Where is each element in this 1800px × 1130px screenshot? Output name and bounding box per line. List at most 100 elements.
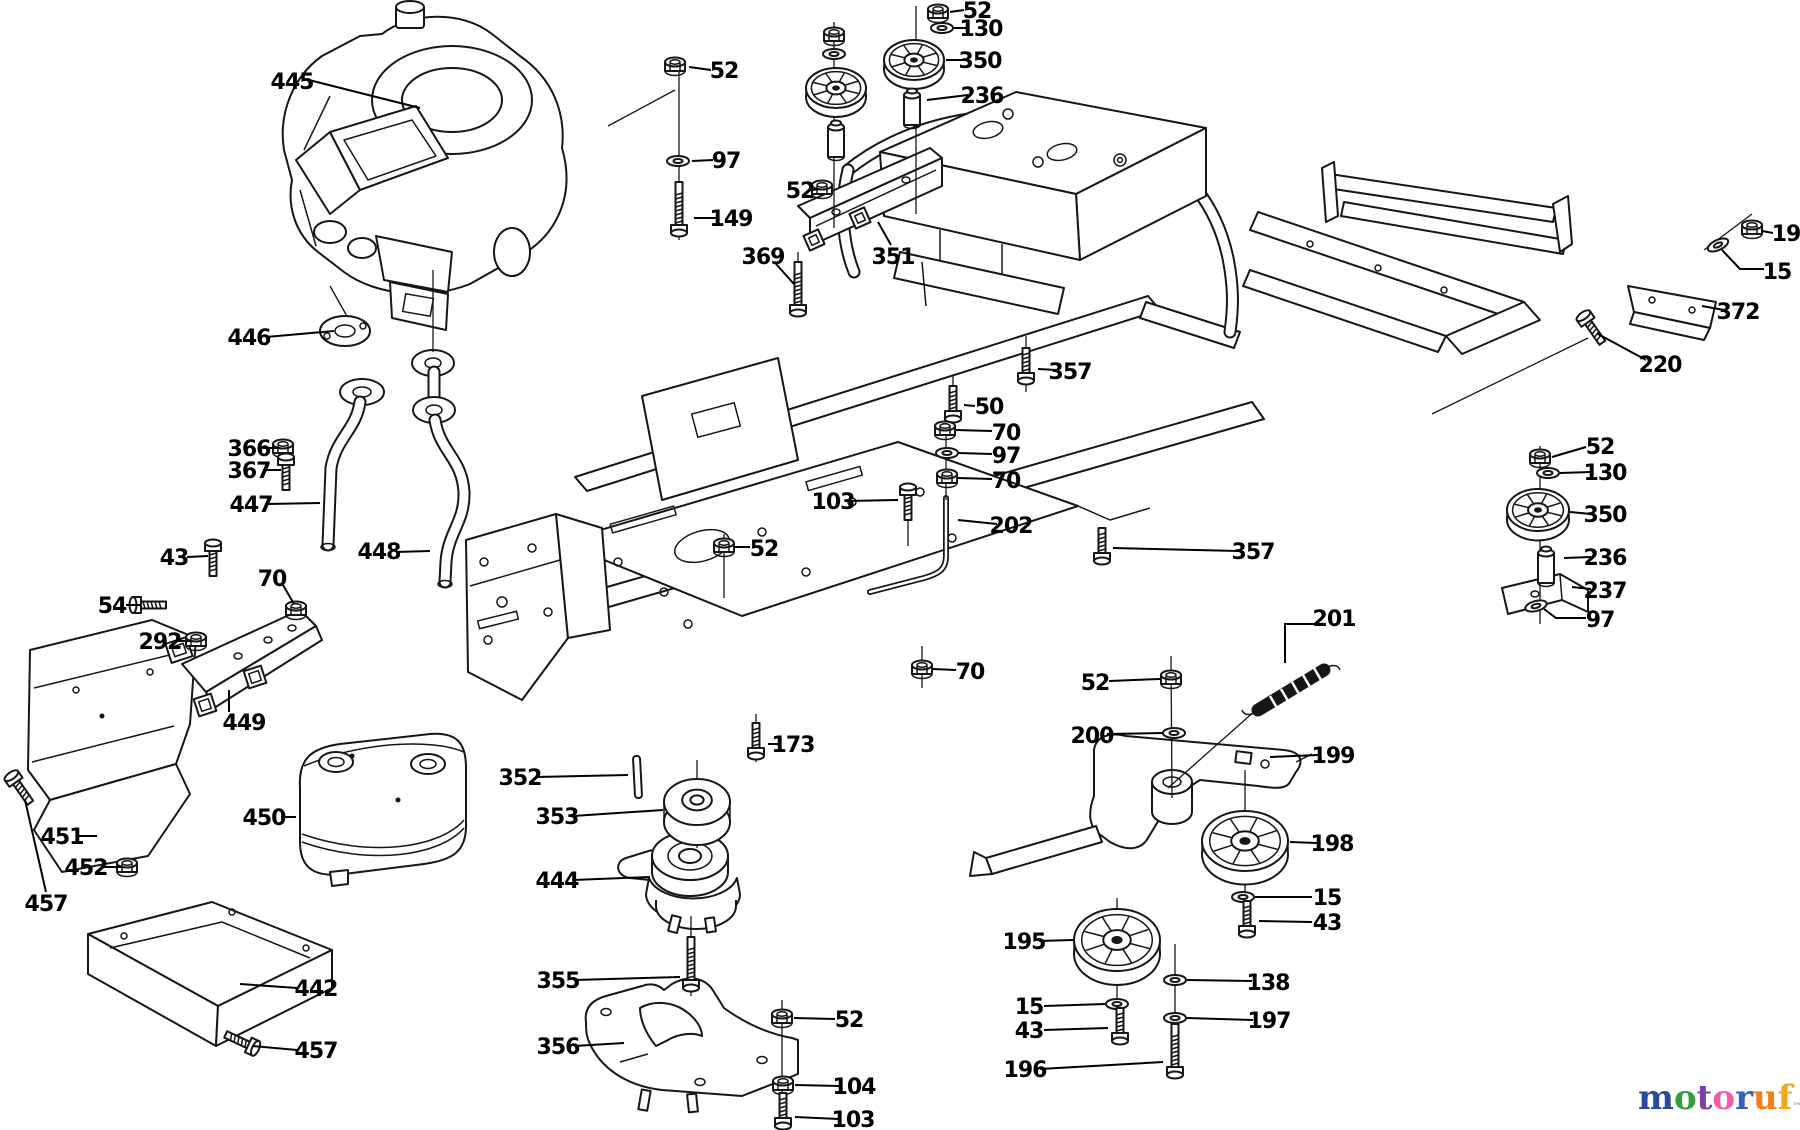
- callout-leader: [1106, 732, 1164, 735]
- part-number-label: 446: [228, 326, 272, 351]
- part-number-label: 457: [295, 1039, 338, 1064]
- part-number-label: 457: [25, 892, 68, 917]
- logo-letter: m: [1638, 1078, 1674, 1118]
- part-number-label: 448: [358, 540, 401, 565]
- spacer-glyph: [903, 87, 921, 130]
- spacer-glyph: [827, 119, 845, 162]
- bolt-glyph: [747, 722, 765, 761]
- part-number-label: 357: [1232, 540, 1275, 565]
- callout-leader: [266, 502, 321, 505]
- boltL-glyph: [1166, 1023, 1184, 1080]
- callout-leader: [957, 452, 993, 455]
- part-number-label: 220: [1639, 353, 1683, 378]
- part-number-label: 367: [228, 459, 271, 484]
- heat-shield-451: [27, 619, 197, 873]
- callout-leader: [308, 79, 421, 109]
- callout-leader: [1559, 471, 1592, 474]
- callout-leader: [793, 1017, 836, 1020]
- callout-leader: [572, 876, 651, 881]
- bracket-237: [1501, 573, 1589, 615]
- logo-letter: u: [1753, 1078, 1778, 1118]
- callout-leader: [1039, 1061, 1164, 1070]
- callout-leader: [573, 976, 681, 981]
- part-number-label: 201: [1313, 607, 1356, 632]
- callout-leader: [186, 555, 209, 558]
- part-number-label: 97: [992, 444, 1021, 469]
- idler-pulley-198: [1201, 810, 1289, 886]
- bolt-glyph: [204, 538, 222, 577]
- part-number-label: 197: [1248, 1009, 1291, 1034]
- bracket-372: [1627, 285, 1717, 341]
- part-number-label: 196: [1004, 1058, 1048, 1083]
- callout-leader: [794, 1084, 841, 1087]
- bracket-449: [164, 609, 323, 718]
- exhaust-flange-446: [319, 285, 385, 406]
- bolt-glyph: [277, 452, 295, 491]
- pulley-350-left: [805, 67, 867, 118]
- bolt-glyph: [774, 1092, 792, 1130]
- part-number-label: 352: [499, 766, 542, 791]
- washer-glyph: [1162, 727, 1186, 739]
- part-number-label: 70: [258, 567, 287, 592]
- part-number-label: 149: [710, 207, 753, 232]
- callout-leader: [691, 159, 714, 162]
- part-number-label: 444: [536, 869, 580, 894]
- part-number-label: 15: [1313, 886, 1342, 911]
- callout-leader: [1037, 368, 1057, 371]
- chassis-frame-drawing: [465, 295, 1265, 701]
- callout-leader: [1043, 1027, 1109, 1031]
- nut-glyph: [927, 3, 949, 24]
- part-number-label: 173: [772, 733, 815, 758]
- callout-leader: [1289, 841, 1318, 844]
- part-number-label: 366: [228, 437, 272, 462]
- bolt-glyph: [1238, 900, 1256, 939]
- part-number-label: 52: [1081, 671, 1110, 696]
- part-number-label: 50: [975, 395, 1004, 420]
- part-number-label: 52: [963, 0, 992, 24]
- bracket-356: [584, 977, 799, 1114]
- logo-word: motoruf: [1638, 1078, 1792, 1118]
- part-number-label: 15: [1763, 260, 1792, 285]
- callout-leader: [811, 188, 820, 191]
- callout-leader: [957, 519, 998, 525]
- callout-leader: [1186, 979, 1253, 982]
- washer-glyph: [935, 447, 959, 459]
- washer-glyph: [1704, 234, 1732, 256]
- logo-letter: o: [1712, 1078, 1736, 1118]
- callout-leader: [955, 429, 993, 432]
- part-number-label: 52: [835, 1008, 864, 1033]
- nut-glyph: [1741, 219, 1763, 240]
- part-number-label: 236: [961, 84, 1005, 109]
- callout-leader: [24, 799, 47, 893]
- part-number-label: 97: [1586, 608, 1615, 633]
- rear-frame-drawing: [1242, 161, 1573, 355]
- engine-445-drawing: [281, 0, 568, 331]
- part-number-label: 372: [1717, 300, 1760, 325]
- part-number-label: 104: [833, 1075, 877, 1100]
- logo-letter: f: [1777, 1078, 1793, 1118]
- part-number-label: 103: [812, 490, 855, 515]
- axis-line: [1431, 337, 1589, 415]
- callout-leader: [1701, 305, 1725, 311]
- callout-leader: [1721, 249, 1764, 270]
- boltL-glyph: [670, 181, 688, 238]
- part-number-label: 52: [710, 59, 739, 84]
- part-number-label: 350: [959, 49, 1003, 74]
- callout-leader: [1038, 939, 1074, 942]
- callout-leader: [1258, 920, 1313, 923]
- logo-trademark: ™: [1792, 1102, 1800, 1112]
- spacer-glyph: [1537, 545, 1555, 588]
- callout-leader: [572, 809, 664, 817]
- brake-rod-202: [867, 495, 949, 595]
- pulley-350-rear: [1506, 488, 1570, 542]
- logo-letter: t: [1696, 1078, 1713, 1118]
- nut-glyph: [664, 56, 686, 77]
- callout-labels: 4454463663674474484370542924494504514524…: [25, 0, 1800, 1130]
- callout-leader: [1761, 230, 1774, 234]
- part-number-label: 52: [750, 537, 779, 562]
- washer-glyph: [666, 155, 690, 167]
- callout-leader-lines: [24, 9, 1774, 1120]
- callout-leader: [239, 983, 298, 989]
